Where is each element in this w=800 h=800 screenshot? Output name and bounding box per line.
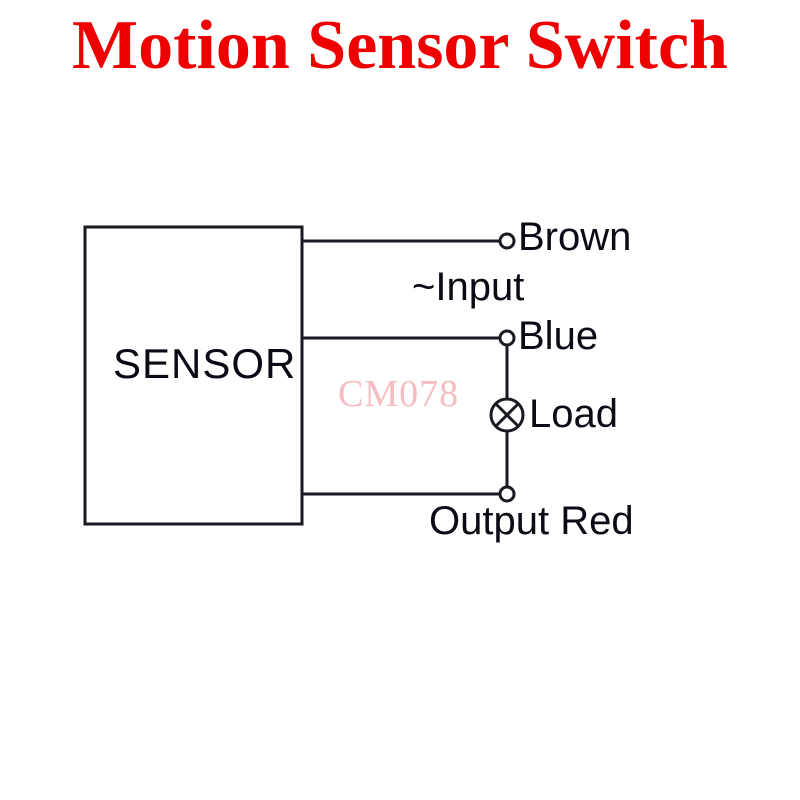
load-lamp-symbol [489,397,525,433]
page-title: Motion Sensor Switch [72,7,728,84]
watermark-text: CM078 [338,373,460,415]
brown-terminal-label: Brown [518,215,632,259]
input-annotation-label: ~Input [412,265,525,309]
output-terminal [498,485,516,503]
load-lamp-label: Load [529,392,618,436]
brown-terminal [498,232,516,250]
sensor-block-label: SENSOR [113,340,297,387]
output-terminal-label: Output Red [429,499,634,543]
blue-terminal-label: Blue [518,314,599,358]
blue-terminal [498,329,516,347]
sensor-block [83,225,304,526]
